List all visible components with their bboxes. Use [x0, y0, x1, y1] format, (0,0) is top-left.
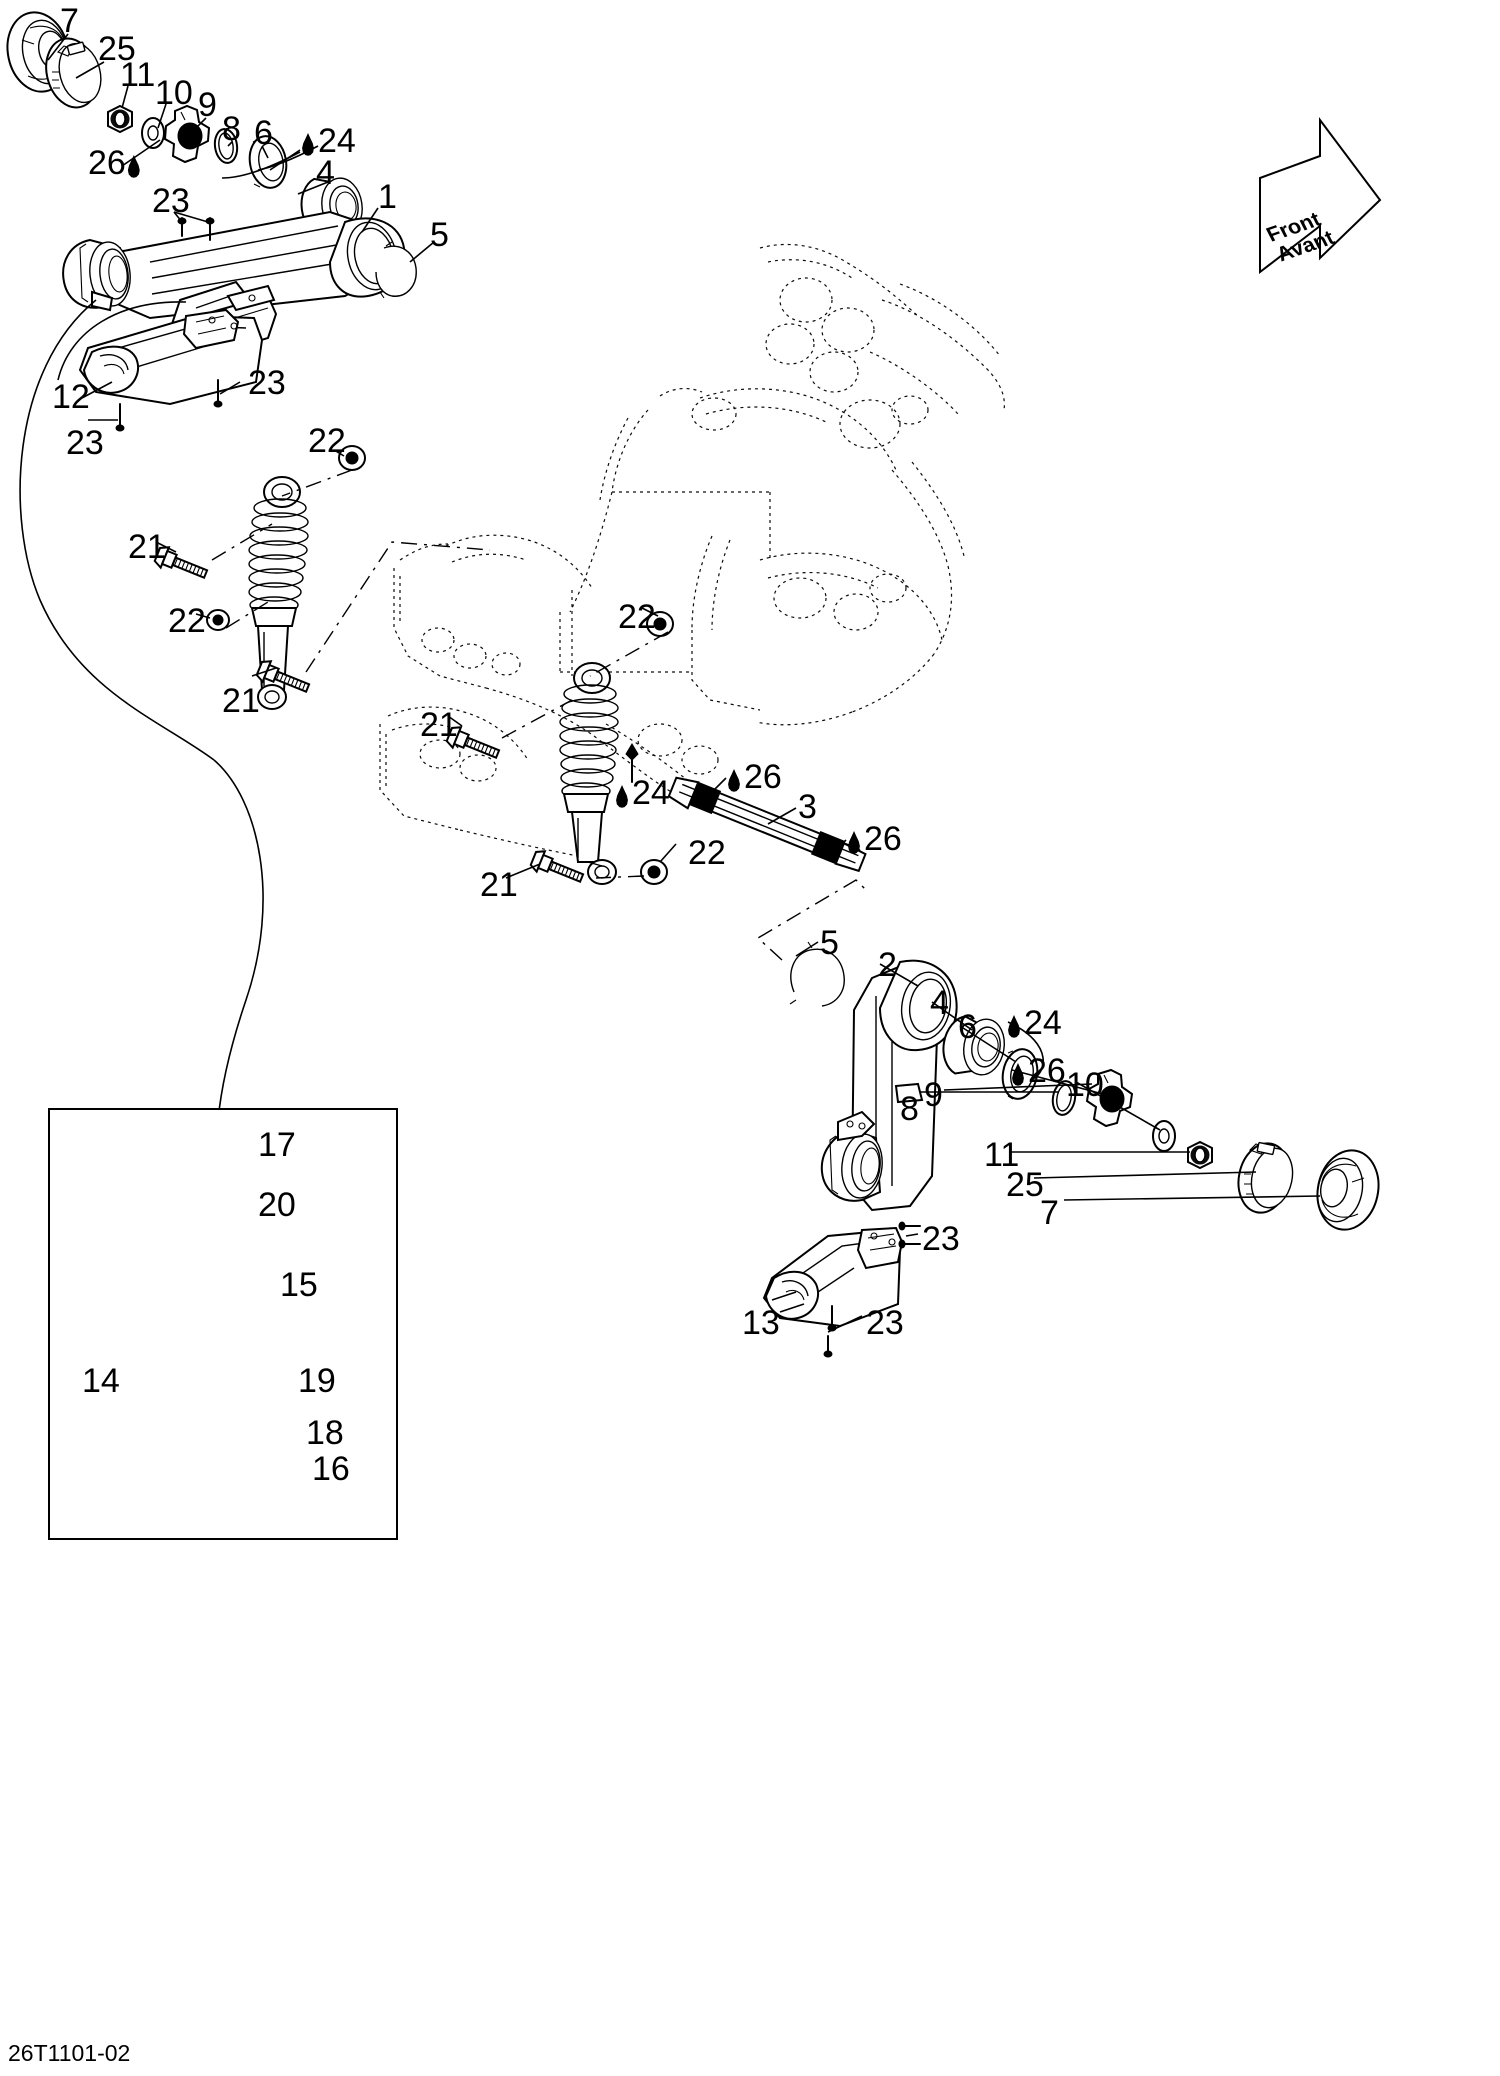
grease-drop-icon — [728, 769, 740, 792]
callout-6: 6 — [254, 114, 273, 152]
callout-4: 4 — [316, 154, 335, 192]
sheet-code: 26T1101-02 — [8, 2040, 131, 2066]
part-12-skid-plate-left — [78, 308, 264, 406]
callout-8: 8 — [222, 110, 241, 148]
callout-23: 23 — [152, 182, 190, 220]
callout-9: 9 — [198, 86, 217, 124]
callout-26: 26 — [846, 822, 902, 856]
callout-1: 1 — [378, 178, 397, 216]
callout-9: 9 — [924, 1076, 943, 1114]
callout-number: 26 — [1028, 1052, 1066, 1090]
callout-26: 26 — [726, 760, 782, 794]
callout-20: 20 — [258, 1186, 296, 1224]
part-8-oring-left — [213, 128, 239, 164]
part-11-nut-right — [1187, 1140, 1213, 1170]
part-8-oring-right — [1051, 1080, 1077, 1116]
callout-10: 10 — [155, 74, 193, 112]
part-10-washer-left — [141, 117, 165, 149]
callout-26: 26 — [1010, 1054, 1066, 1088]
callout-23: 23 — [866, 1304, 904, 1342]
grease-drop-icon — [1008, 1015, 1020, 1038]
vehicle-frame — [379, 243, 1005, 859]
part-9-flange-left — [163, 104, 211, 164]
callout-number: 24 — [632, 774, 670, 812]
part-7-hub-right — [1316, 1149, 1380, 1231]
inset-detail-box — [48, 1108, 398, 1540]
callout-6: 6 — [958, 1008, 977, 1046]
callout-2: 2 — [878, 946, 897, 984]
callout-11: 11 — [984, 1136, 1020, 1174]
callout-7: 7 — [1040, 1194, 1059, 1232]
callout-3: 3 — [798, 788, 817, 826]
grease-drop-icon — [616, 785, 628, 808]
leader-lines — [47, 33, 1321, 1333]
callout-8: 8 — [900, 1090, 919, 1128]
callout-22: 22 — [688, 834, 726, 872]
part-4-bearing-right — [942, 1015, 1005, 1076]
callout-number: 24 — [318, 122, 356, 160]
callout-19: 19 — [298, 1362, 336, 1400]
grease-drop-icon — [1012, 1063, 1024, 1086]
callout-13: 13 — [742, 1304, 780, 1342]
callout-21: 21 — [420, 706, 458, 744]
part-11-nut-left — [107, 104, 133, 134]
grease-drop-icon — [302, 133, 314, 156]
callout-24: 24 — [1006, 1006, 1062, 1040]
part-13-skid-plate-right — [762, 1226, 904, 1328]
callout-25: 25 — [98, 30, 136, 68]
callout-21: 21 — [128, 528, 166, 566]
callout-21: 21 — [222, 682, 260, 720]
callout-24: 24 — [300, 124, 356, 158]
part-22-nuts — [206, 445, 889, 1166]
callout-number: 26 — [864, 820, 902, 858]
callout-24: 24 — [614, 776, 670, 810]
callout-7: 7 — [60, 2, 79, 40]
callout-26: 26 — [88, 146, 144, 180]
front-avant-arrow-shape — [1259, 117, 1382, 275]
grease-drop-icon — [848, 831, 860, 854]
callout-18: 18 — [306, 1414, 344, 1452]
part-25-clamp-right — [1237, 1141, 1294, 1214]
callout-5: 5 — [430, 216, 449, 254]
callout-17: 17 — [258, 1126, 296, 1164]
callout-14: 14 — [82, 1362, 120, 1400]
callout-22: 22 — [618, 598, 656, 636]
callout-10: 10 — [1066, 1066, 1104, 1104]
part-21-bolts — [153, 546, 585, 883]
callout-23: 23 — [248, 364, 286, 402]
part-10-washer-right — [1152, 1120, 1176, 1152]
callout-5: 5 — [820, 924, 839, 962]
shock-absorber-right-installed — [559, 662, 619, 885]
callout-23: 23 — [922, 1220, 960, 1258]
callout-number: 24 — [1024, 1004, 1062, 1042]
callout-16: 16 — [312, 1450, 350, 1488]
callout-4: 4 — [930, 984, 949, 1022]
callout-25: 25 — [1006, 1166, 1044, 1204]
part-2-trailing-arm-right — [820, 959, 958, 1212]
callout-number: 26 — [88, 144, 126, 182]
callout-22: 22 — [308, 422, 346, 460]
part-5-ring-left — [375, 241, 417, 299]
callout-21: 21 — [480, 866, 518, 904]
grease-drop-icon — [127, 155, 140, 178]
callout-15: 15 — [280, 1266, 318, 1304]
callout-number: 26 — [744, 758, 782, 796]
callout-12: 12 — [52, 378, 90, 416]
part-23-screws-skid-left — [115, 379, 223, 432]
callout-22: 22 — [168, 602, 206, 640]
callout-23: 23 — [66, 424, 104, 462]
callout-11: 11 — [120, 56, 156, 94]
